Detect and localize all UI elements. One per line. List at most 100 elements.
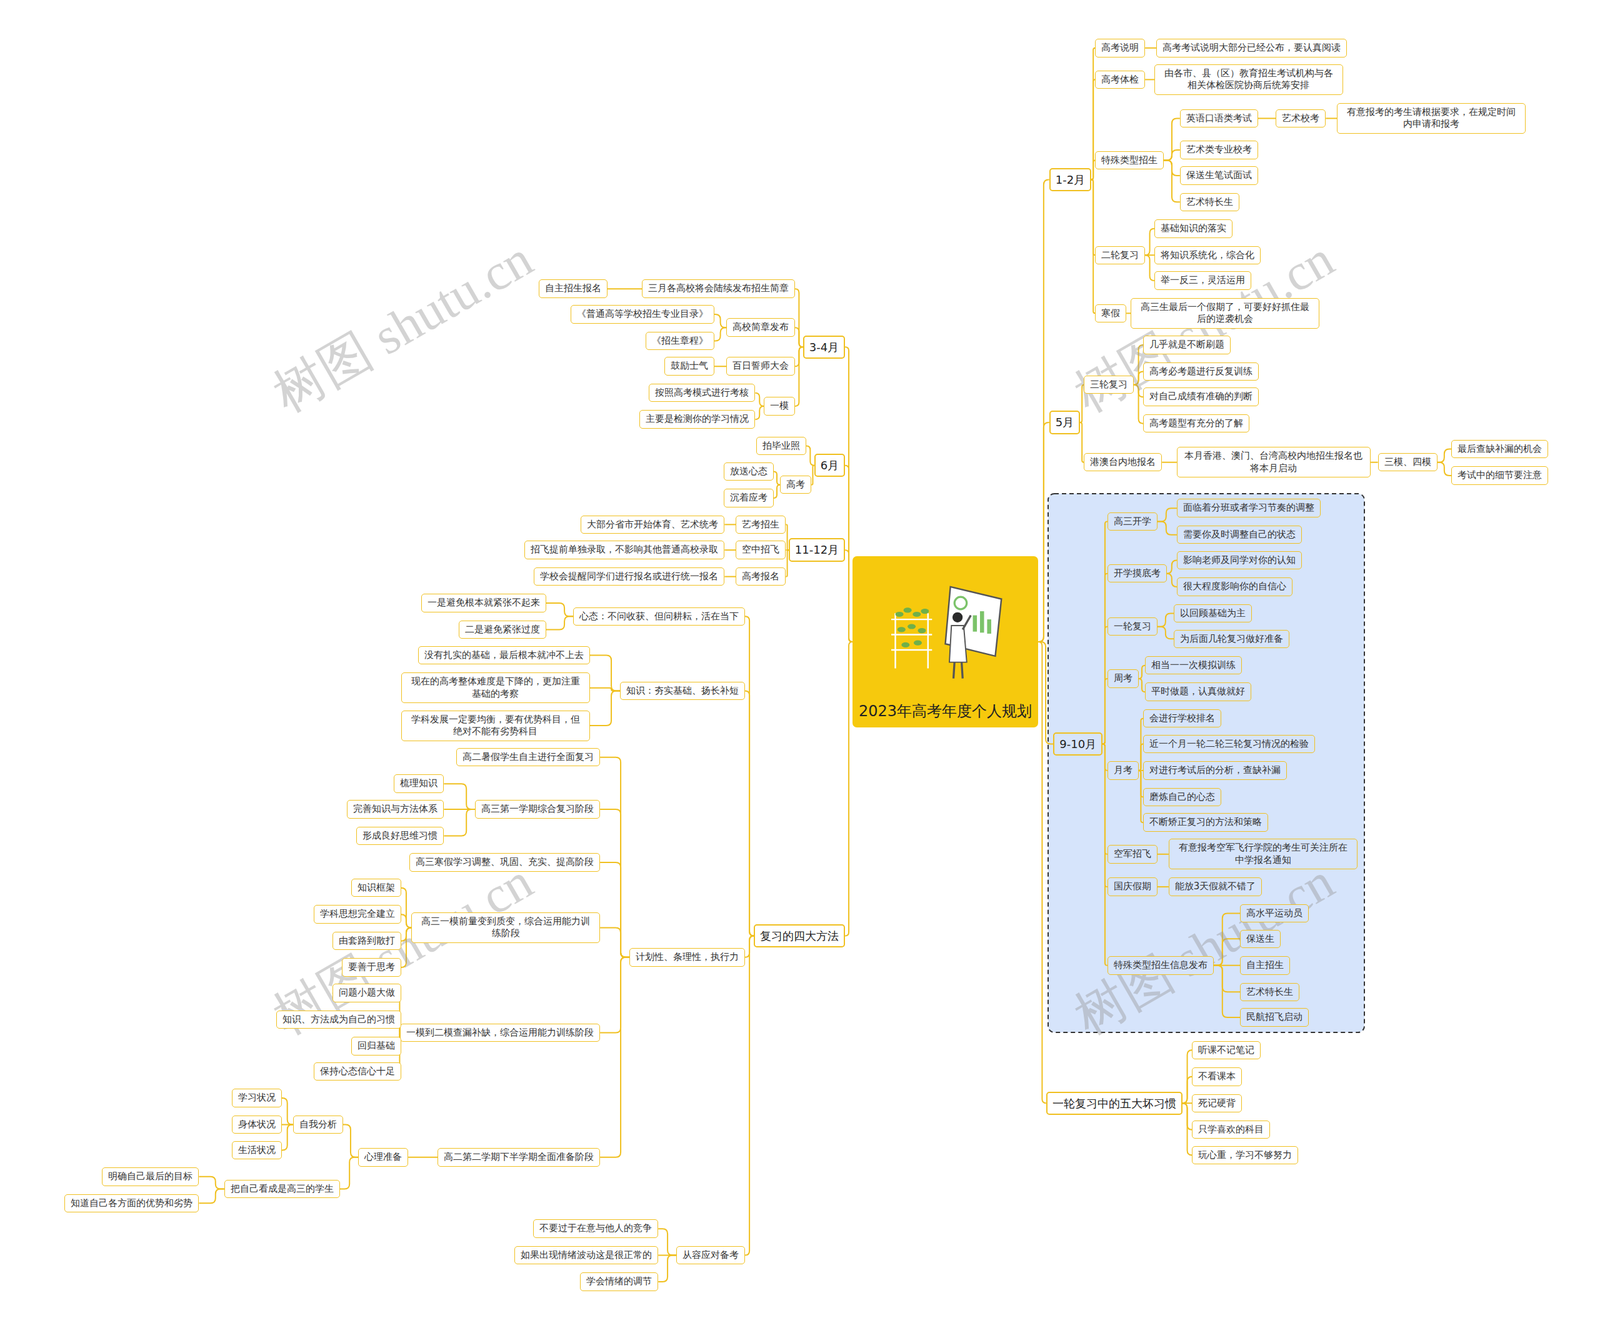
topic-text: 对进行考试后的分析，查缺补漏 bbox=[1149, 764, 1281, 777]
topic-box: 由套路到散打 bbox=[332, 931, 402, 951]
branch-connector bbox=[724, 576, 736, 578]
topic-text: 港澳台内地报名 bbox=[1090, 456, 1156, 469]
branch-topic: 3-4月 bbox=[803, 335, 845, 359]
topic-text: 高三第一学期综合复习阶段 bbox=[481, 803, 594, 816]
topic-box: 艺考招生 bbox=[735, 515, 786, 535]
topic-box: 二轮复习 bbox=[1095, 246, 1145, 265]
topic-box: 形成良好思维习惯 bbox=[356, 826, 444, 846]
topic-text: 能放3天假就不错了 bbox=[1175, 880, 1257, 894]
topic-text: 不要过于在意与他人的竞争 bbox=[539, 1222, 652, 1235]
branch-connector bbox=[773, 485, 780, 499]
topic-text: 生活状况 bbox=[238, 1144, 276, 1157]
topic-box: 三月各高校将会陆续发布招生简章 bbox=[641, 279, 795, 299]
topic-box: 沉着应考 bbox=[723, 488, 774, 508]
topic-box: 会进行学校排名 bbox=[1143, 709, 1222, 729]
branch-connector bbox=[590, 655, 620, 691]
topic-box: 从容应对备考 bbox=[676, 1246, 745, 1265]
topic-text: 艺术特长生 bbox=[1186, 196, 1234, 209]
branch-connector bbox=[845, 346, 853, 642]
branch-connector bbox=[600, 957, 630, 1158]
topic-box: 百日誓师大会 bbox=[726, 356, 795, 376]
topic-text: 最后查缺补漏的机会 bbox=[1457, 443, 1542, 456]
branch-connector bbox=[1138, 770, 1144, 823]
topic-text: 招飞提前单独录取，不影响其他普通高校录取 bbox=[530, 543, 719, 557]
topic-box: 一轮复习 bbox=[1107, 617, 1158, 637]
topic-text: 相当一一次模拟训练 bbox=[1151, 659, 1236, 672]
topic-box: 为后面几轮复习做好准备 bbox=[1173, 630, 1290, 649]
branch-connector bbox=[845, 465, 853, 642]
topic-text: 二是避免紧张过度 bbox=[465, 623, 540, 637]
topic-text: 三月各高校将会陆续发布招生简章 bbox=[648, 282, 789, 295]
topic-box: 空军招飞 bbox=[1107, 845, 1158, 864]
illustration bbox=[852, 556, 1039, 728]
topic-box: 高三开学 bbox=[1107, 512, 1158, 532]
topic-box: 学科发展一定要均衡，要有优势科目，但绝对不能有劣势科目 bbox=[401, 710, 590, 742]
branch-connector bbox=[1138, 665, 1145, 679]
topic-box: 高考必考题进行反复训练 bbox=[1143, 362, 1259, 382]
branch-connector bbox=[745, 935, 754, 1255]
topic-box: 听课不记笔记 bbox=[1191, 1041, 1261, 1060]
topic-box: 基础知识的落实 bbox=[1154, 219, 1233, 239]
topic-text: 不断矫正复习的方法和策略 bbox=[1149, 816, 1262, 829]
topic-box: 生活状况 bbox=[231, 1141, 282, 1160]
branch-topic: 6月 bbox=[814, 453, 845, 477]
topic-text: 有意报考空军飞行学院的考生可关注所在中学报名通知 bbox=[1175, 841, 1352, 867]
branch-connector bbox=[724, 523, 736, 525]
topic-text: 自主招生 bbox=[1246, 959, 1284, 972]
topic-box: 特殊类型招生信息发布 bbox=[1107, 956, 1214, 975]
topic-text: 民航招飞启动 bbox=[1246, 1011, 1303, 1024]
topic-box: 不要过于在意与他人的竞争 bbox=[533, 1219, 659, 1239]
branch-connector bbox=[1157, 886, 1169, 888]
branch-connector bbox=[745, 616, 754, 936]
topic-text: 英语口语类考试 bbox=[1186, 112, 1252, 125]
branch-connector bbox=[845, 641, 853, 936]
branch-connector bbox=[1157, 521, 1177, 535]
branch-connector bbox=[443, 809, 475, 836]
branch-connector bbox=[1157, 626, 1174, 640]
topic-text: 学习状况 bbox=[238, 1091, 276, 1105]
branch-connector bbox=[1258, 117, 1277, 119]
branch-connector bbox=[1163, 118, 1180, 160]
topic-box: 高考报名 bbox=[735, 567, 786, 587]
branch-connector bbox=[1145, 47, 1157, 49]
topic-box: 保持心态信心十足 bbox=[313, 1062, 402, 1082]
topic-box: 拍毕业照 bbox=[756, 436, 807, 456]
branch-connector bbox=[546, 616, 574, 630]
topic-box: 本月香港、澳门、台湾高校内地招生报名也将本月启动 bbox=[1176, 446, 1371, 478]
branch-connector bbox=[1163, 150, 1180, 160]
topic-box: 明确自己最后的目标 bbox=[101, 1167, 199, 1187]
topic-text: 一是避免根本就紧张不起来 bbox=[427, 596, 540, 610]
topic-box: 高考说明 bbox=[1095, 38, 1145, 58]
topic-text: 很大程度影响你的自信心 bbox=[1183, 580, 1287, 594]
topic-box: 由各市、县（区）教育招生考试机构与各相关体检医院协商后统筹安排 bbox=[1154, 64, 1344, 95]
topic-text: 一轮复习中的五大坏习惯 bbox=[1052, 1096, 1177, 1111]
topic-text: 影响老师及同学对你的认知 bbox=[1183, 554, 1296, 567]
topic-text: 放送心态 bbox=[730, 465, 768, 479]
topic-box: 学习状况 bbox=[231, 1088, 282, 1108]
branch-connector bbox=[1091, 179, 1095, 314]
topic-box: 知道自己各方面的优势和劣势 bbox=[64, 1194, 199, 1214]
topic-text: 艺术特长生 bbox=[1246, 986, 1294, 999]
topic-text: 保送生 bbox=[1246, 933, 1275, 946]
branch-connector bbox=[1182, 1050, 1193, 1104]
topic-box: 自主招生报名 bbox=[538, 279, 608, 299]
branch-topic: 11-12月 bbox=[788, 538, 845, 562]
topic-box: 面临着分班或者学习节奏的调整 bbox=[1176, 498, 1321, 518]
branch-connector bbox=[795, 288, 804, 347]
branch-connector bbox=[1437, 462, 1452, 476]
branch-topic: 一轮复习中的五大坏习惯 bbox=[1046, 1091, 1183, 1115]
topic-text: 基础知识的落实 bbox=[1160, 222, 1227, 235]
topic-box: 最后查缺补漏的机会 bbox=[1451, 440, 1549, 459]
topic-box: 港澳台内地报名 bbox=[1083, 453, 1162, 472]
topic-box: 近一个月一轮二轮三轮复习情况的检验 bbox=[1143, 735, 1315, 754]
topic-text: 明确自己最后的目标 bbox=[108, 1170, 193, 1184]
branch-connector bbox=[281, 1098, 294, 1125]
topic-text: 高校简章发布 bbox=[732, 321, 789, 334]
topic-text: 高三开学 bbox=[1113, 515, 1152, 529]
topic-text: 举一反三，灵活运用 bbox=[1160, 274, 1245, 287]
topic-text: 开学摸底考 bbox=[1113, 567, 1161, 580]
topic-text: 艺术校考 bbox=[1281, 112, 1320, 125]
branch-connector bbox=[600, 957, 630, 1034]
branch-connector bbox=[1038, 179, 1050, 642]
branch-connector bbox=[745, 691, 754, 937]
